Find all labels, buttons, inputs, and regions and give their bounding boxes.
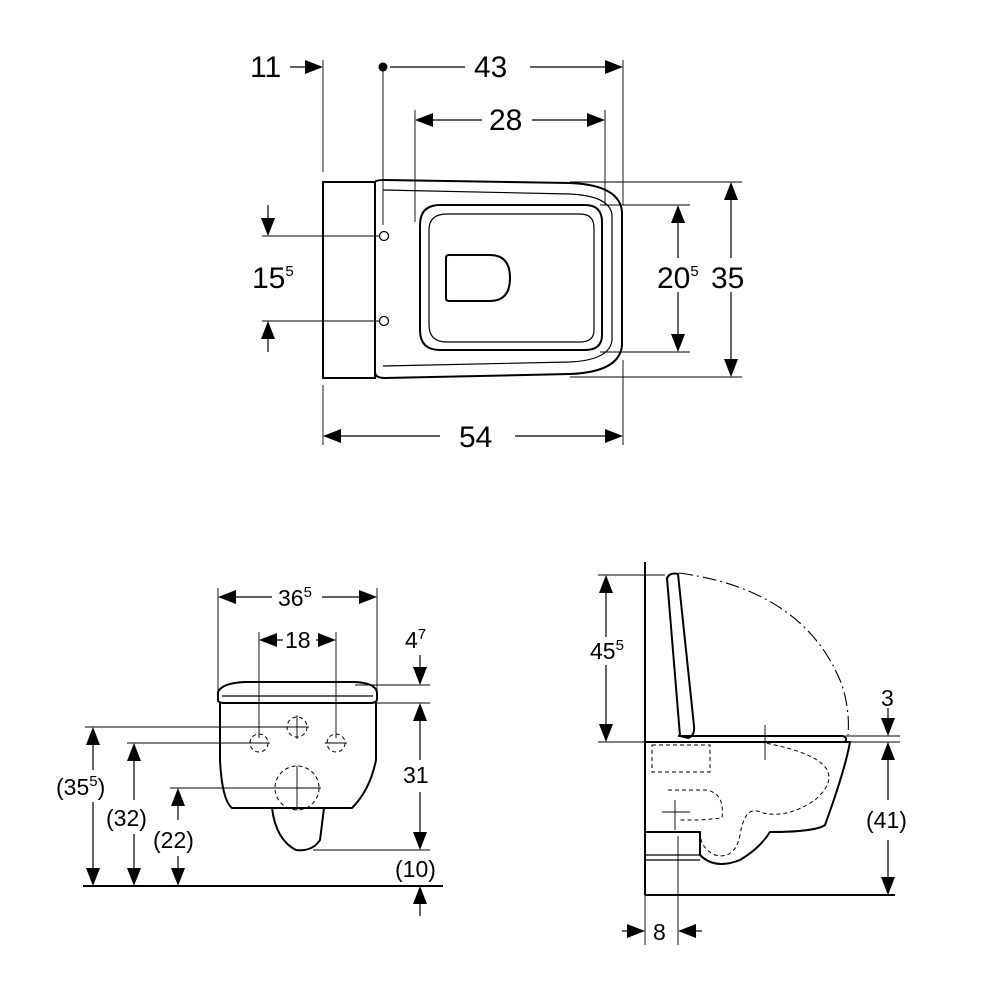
front-view-bowl bbox=[219, 703, 377, 809]
top-view-bowl-inner-edge bbox=[382, 189, 613, 367]
side-view-outlet bbox=[668, 789, 723, 821]
top-view-bolt-hole-lower bbox=[378, 315, 390, 327]
dim-35-5-label: (355) bbox=[56, 773, 105, 800]
top-view-bolt-hole-upper bbox=[378, 230, 390, 242]
dim-22-label: (22) bbox=[153, 827, 194, 853]
dim-11-label: 11 bbox=[250, 51, 281, 84]
side-view-bracket bbox=[651, 744, 711, 773]
top-view-seat bbox=[419, 204, 603, 351]
dim-54-label: 54 bbox=[459, 421, 492, 454]
top-view: 11 43 28 155 205 35 bbox=[250, 51, 744, 454]
dim-41-label: (41) bbox=[866, 807, 907, 833]
side-view-bowl-inner bbox=[699, 741, 830, 857]
dim-36-5-label: 365 bbox=[278, 584, 312, 611]
side-view: 455 3 (41) 8 bbox=[590, 562, 907, 945]
front-view-outlet bbox=[271, 807, 325, 852]
side-view-lid-swing-arc bbox=[678, 572, 849, 736]
dim-31-label: 31 bbox=[403, 762, 429, 788]
front-view-seat bbox=[217, 681, 378, 704]
dim-45-5-label: 455 bbox=[590, 637, 624, 664]
dim-8-label: 8 bbox=[653, 919, 666, 945]
dim-18-label: 18 bbox=[285, 627, 311, 653]
dim-28-label: 28 bbox=[489, 104, 522, 137]
dim-4-7-label: 47 bbox=[405, 626, 426, 653]
dim-43-label: 43 bbox=[474, 51, 507, 84]
top-view-wall-block bbox=[322, 181, 376, 379]
top-view-seat-inner bbox=[428, 213, 595, 343]
front-view: 365 18 47 31 (10) (355) bbox=[56, 584, 443, 916]
side-view-lid-raised bbox=[665, 572, 696, 740]
dim-15-5-label: 155 bbox=[252, 262, 294, 295]
side-view-bowl bbox=[645, 741, 852, 865]
top-view-bowl-opening bbox=[445, 254, 512, 302]
dim-32-label: (32) bbox=[106, 805, 147, 831]
dim-10-label: (10) bbox=[395, 856, 436, 882]
top-view-bowl-outline bbox=[374, 178, 623, 380]
dim-3-label: 3 bbox=[881, 685, 894, 711]
dim-20-5-label: 205 bbox=[657, 262, 699, 295]
dim-35-label: 35 bbox=[711, 262, 744, 295]
